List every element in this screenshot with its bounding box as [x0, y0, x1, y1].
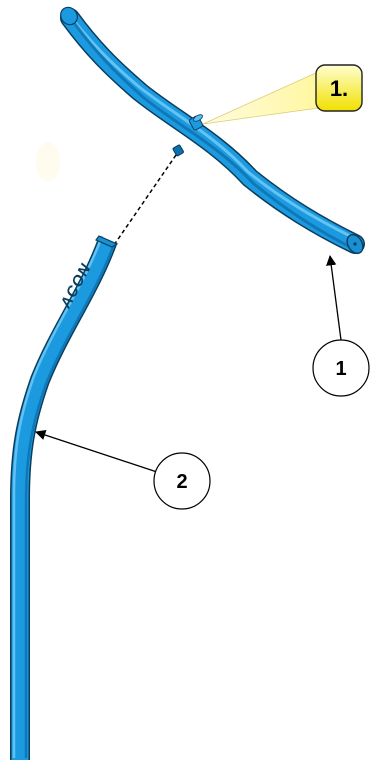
part-2-number: 2: [176, 471, 187, 493]
dashed-assembly-line: [113, 154, 177, 246]
lower-connector-stub: [172, 144, 184, 157]
step-badge-pointer: [202, 71, 319, 125]
part-1-number: 1: [335, 358, 346, 380]
part-2-bent-tube: ACON: [10, 235, 119, 760]
part-2-leader-line: [35, 430, 158, 473]
step-badge-label: 1.: [330, 76, 348, 101]
part-2-callout: 2: [153, 452, 211, 510]
background-smudge: [36, 142, 60, 182]
part-1-top-tube: [60, 6, 365, 255]
part-1-callout: 1: [312, 339, 370, 397]
part-2-tube-body: [11, 237, 116, 760]
pin-connector-icon: [188, 114, 204, 131]
part-1-leader-line: [326, 254, 342, 341]
step-badge: 1.: [202, 64, 363, 125]
